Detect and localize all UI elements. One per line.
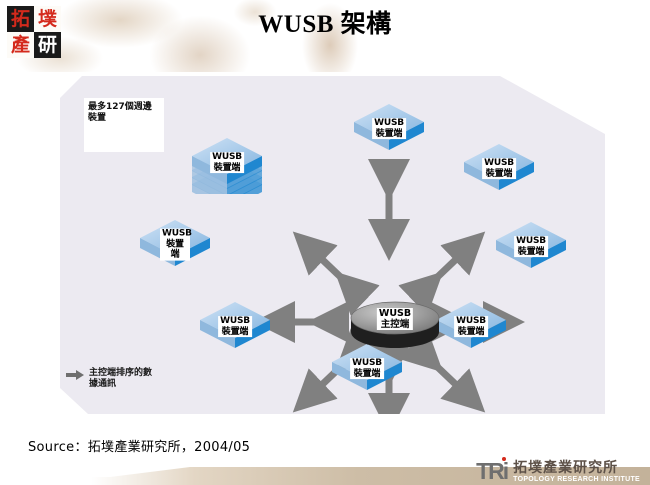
wusb-device-label: WUSB 裝置端 — [454, 316, 488, 338]
legend-label: 主控端排序的數 據通訊 — [89, 368, 153, 389]
slide-header: 拓 墣 產 研 WUSB 架構 — [0, 0, 650, 72]
tri-dot-icon — [502, 457, 507, 461]
logo-char-2: 墣 — [34, 6, 61, 32]
wusb-device-label: WUSB 裝置端 — [350, 358, 384, 380]
wusb-device-label: WUSB 裝置端 — [514, 236, 548, 258]
slide-footer: TRi 拓墣產業研究所 TOPOLOGY RESEARCH INSTITUTE — [0, 453, 650, 485]
logo-char-4: 研 — [34, 32, 61, 58]
wusb-device-node-right[interactable]: WUSB 裝置端 — [492, 216, 570, 278]
wusb-architecture-diagram: 最多127個週邊裝置 — [60, 76, 605, 414]
page-title: WUSB 架構 — [258, 11, 392, 38]
wusb-device-node-bottom[interactable]: WUSB 裝置端 — [328, 338, 406, 400]
peripheral-count-note: 最多127個週邊裝置 — [84, 98, 164, 152]
wusb-device-label: WUSB 裝置端 — [482, 158, 516, 180]
wusb-device-label: WUSB 裝置 端 — [160, 228, 192, 261]
wusb-device-node-top[interactable]: WUSB 裝置端 — [350, 98, 428, 160]
wusb-device-node-left[interactable]: WUSB 裝置 端 — [136, 214, 214, 276]
tri-brand-logo: 拓 墣 產 研 — [7, 6, 61, 58]
wusb-device-node-top-right[interactable]: WUSB 裝置端 — [460, 138, 538, 200]
tri-mark: TRi — [476, 457, 509, 484]
source-citation: Source：拓墣產業研究所，2004/05 — [28, 440, 251, 455]
right-arrow-icon — [66, 370, 84, 380]
logo-char-3: 產 — [7, 32, 34, 58]
tri-footer-logo: TRi 拓墣產業研究所 TOPOLOGY RESEARCH INSTITUTE — [476, 457, 640, 484]
wusb-device-node-bottom-right[interactable]: WUSB 裝置端 — [432, 296, 510, 358]
logo-char-1: 拓 — [7, 6, 34, 32]
wusb-device-node-top-left[interactable]: WUSB 裝置端 — [188, 132, 266, 194]
tri-name-chinese: 拓墣產業研究所 — [513, 460, 619, 476]
wusb-device-node-bottom-left[interactable]: WUSB 裝置端 — [196, 296, 274, 358]
legend: 主控端排序的數 據通訊 — [66, 368, 152, 390]
header-watercolor-background — [0, 0, 390, 72]
footer-band — [0, 467, 650, 485]
wusb-device-label: WUSB 裝置端 — [372, 118, 406, 140]
wusb-device-label: WUSB 裝置端 — [218, 316, 252, 338]
wusb-device-label: WUSB 裝置端 — [210, 152, 244, 174]
wusb-host-label: WUSB 主控端 — [376, 308, 414, 330]
wusb-host-node[interactable]: WUSB 主控端 — [349, 292, 441, 352]
peripheral-count-note-text: 最多127個週邊裝置 — [88, 102, 152, 123]
tri-name-group: 拓墣產業研究所 TOPOLOGY RESEARCH INSTITUTE — [513, 461, 640, 483]
tri-name-english: TOPOLOGY RESEARCH INSTITUTE — [513, 476, 640, 483]
